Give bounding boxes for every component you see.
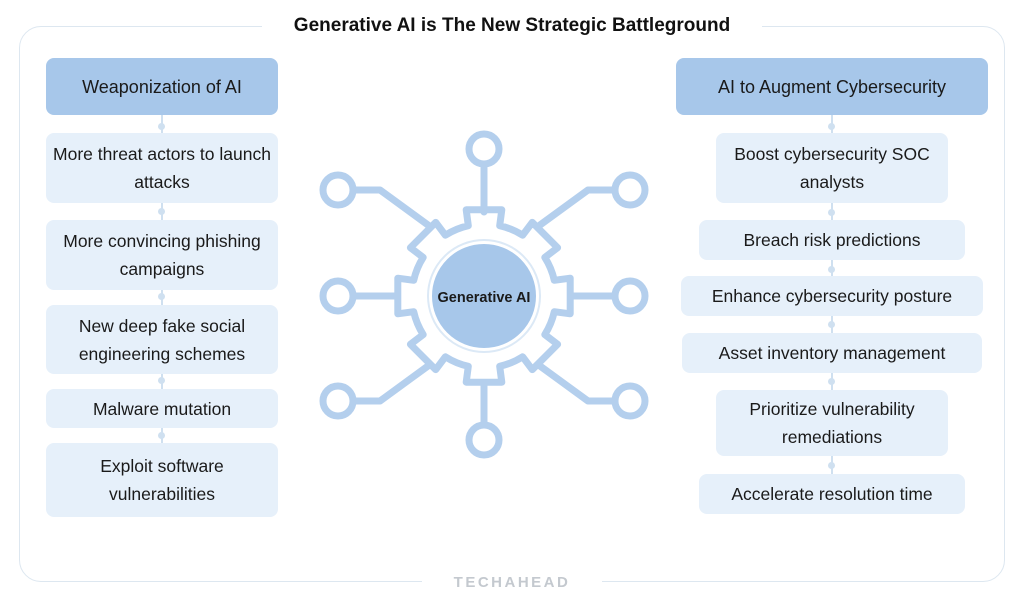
- right-item-1: Boost cybersecurity SOC analysts: [716, 133, 948, 203]
- right-item-3: Enhance cybersecurity posture: [681, 276, 983, 316]
- connector-dot: [828, 209, 835, 216]
- right-item-4: Asset inventory management: [682, 333, 982, 373]
- footer-brand: TECHAHEAD: [422, 571, 602, 595]
- connector-dot: [158, 293, 165, 300]
- left-item-3: New deep fake social engineering schemes: [46, 305, 278, 374]
- left-item-2: More convincing phishing campaigns: [46, 220, 278, 290]
- left-item-5: Exploit software vulnerabilities: [46, 443, 278, 517]
- right-item-5: Prioritize vulnerability remediations: [716, 390, 948, 456]
- diagram-title: Generative AI is The New Strategic Battl…: [262, 12, 762, 40]
- left-item-4: Malware mutation: [46, 389, 278, 428]
- left-item-1: More threat actors to launch attacks: [46, 133, 278, 203]
- right-item-6: Accelerate resolution time: [699, 474, 965, 514]
- connector-dot: [828, 321, 835, 328]
- connector-dot: [828, 123, 835, 130]
- right-item-2: Breach risk predictions: [699, 220, 965, 260]
- connector-dot: [158, 123, 165, 130]
- left-heading: Weaponization of AI: [46, 58, 278, 115]
- connector-dot: [828, 462, 835, 469]
- connector-dot: [158, 432, 165, 439]
- gear-outline: [394, 206, 574, 386]
- right-heading: AI to Augment Cybersecurity: [676, 58, 988, 115]
- connector-dot: [158, 377, 165, 384]
- center-label: Generative AI: [437, 290, 531, 306]
- connector-dot: [828, 266, 835, 273]
- connector-dot: [828, 378, 835, 385]
- connector-dot: [158, 208, 165, 215]
